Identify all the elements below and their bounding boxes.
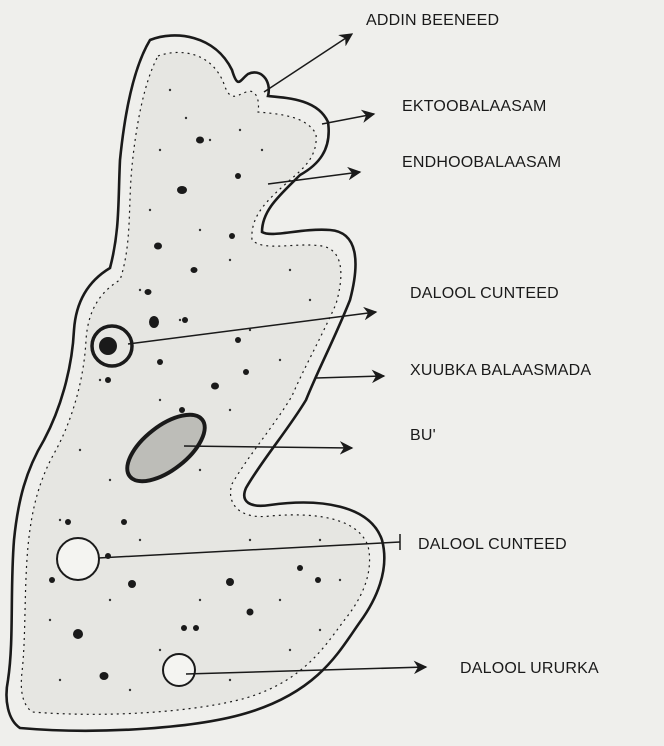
label-dalool-cunteed-2: DALOOL CUNTEED [418,536,567,554]
pointer-ektoobalaasam [322,114,374,124]
label-addin-beeneed: ADDIN BEENEED [366,12,499,30]
label-ektoobalaasam: EKTOOBALAASAM [402,98,547,116]
food-vacuole-bottom [57,538,99,580]
pointer-xuubka-balaasmada [316,376,384,378]
endoplasm-boundary [21,52,369,714]
label-endhoobalaasam: ENDHOOBALAASAM [402,154,561,172]
label-xuubka-balaasmada: XUUBKA BALAASMADA [410,362,591,380]
pointer-addin-beeneed [264,34,352,92]
label-bu: BU' [410,427,436,445]
label-dalool-cunteed-1: DALOOL CUNTEED [410,285,559,303]
contractile-vacuole [163,654,195,686]
label-dalool-ururka: DALOOL URURKA [460,660,599,678]
